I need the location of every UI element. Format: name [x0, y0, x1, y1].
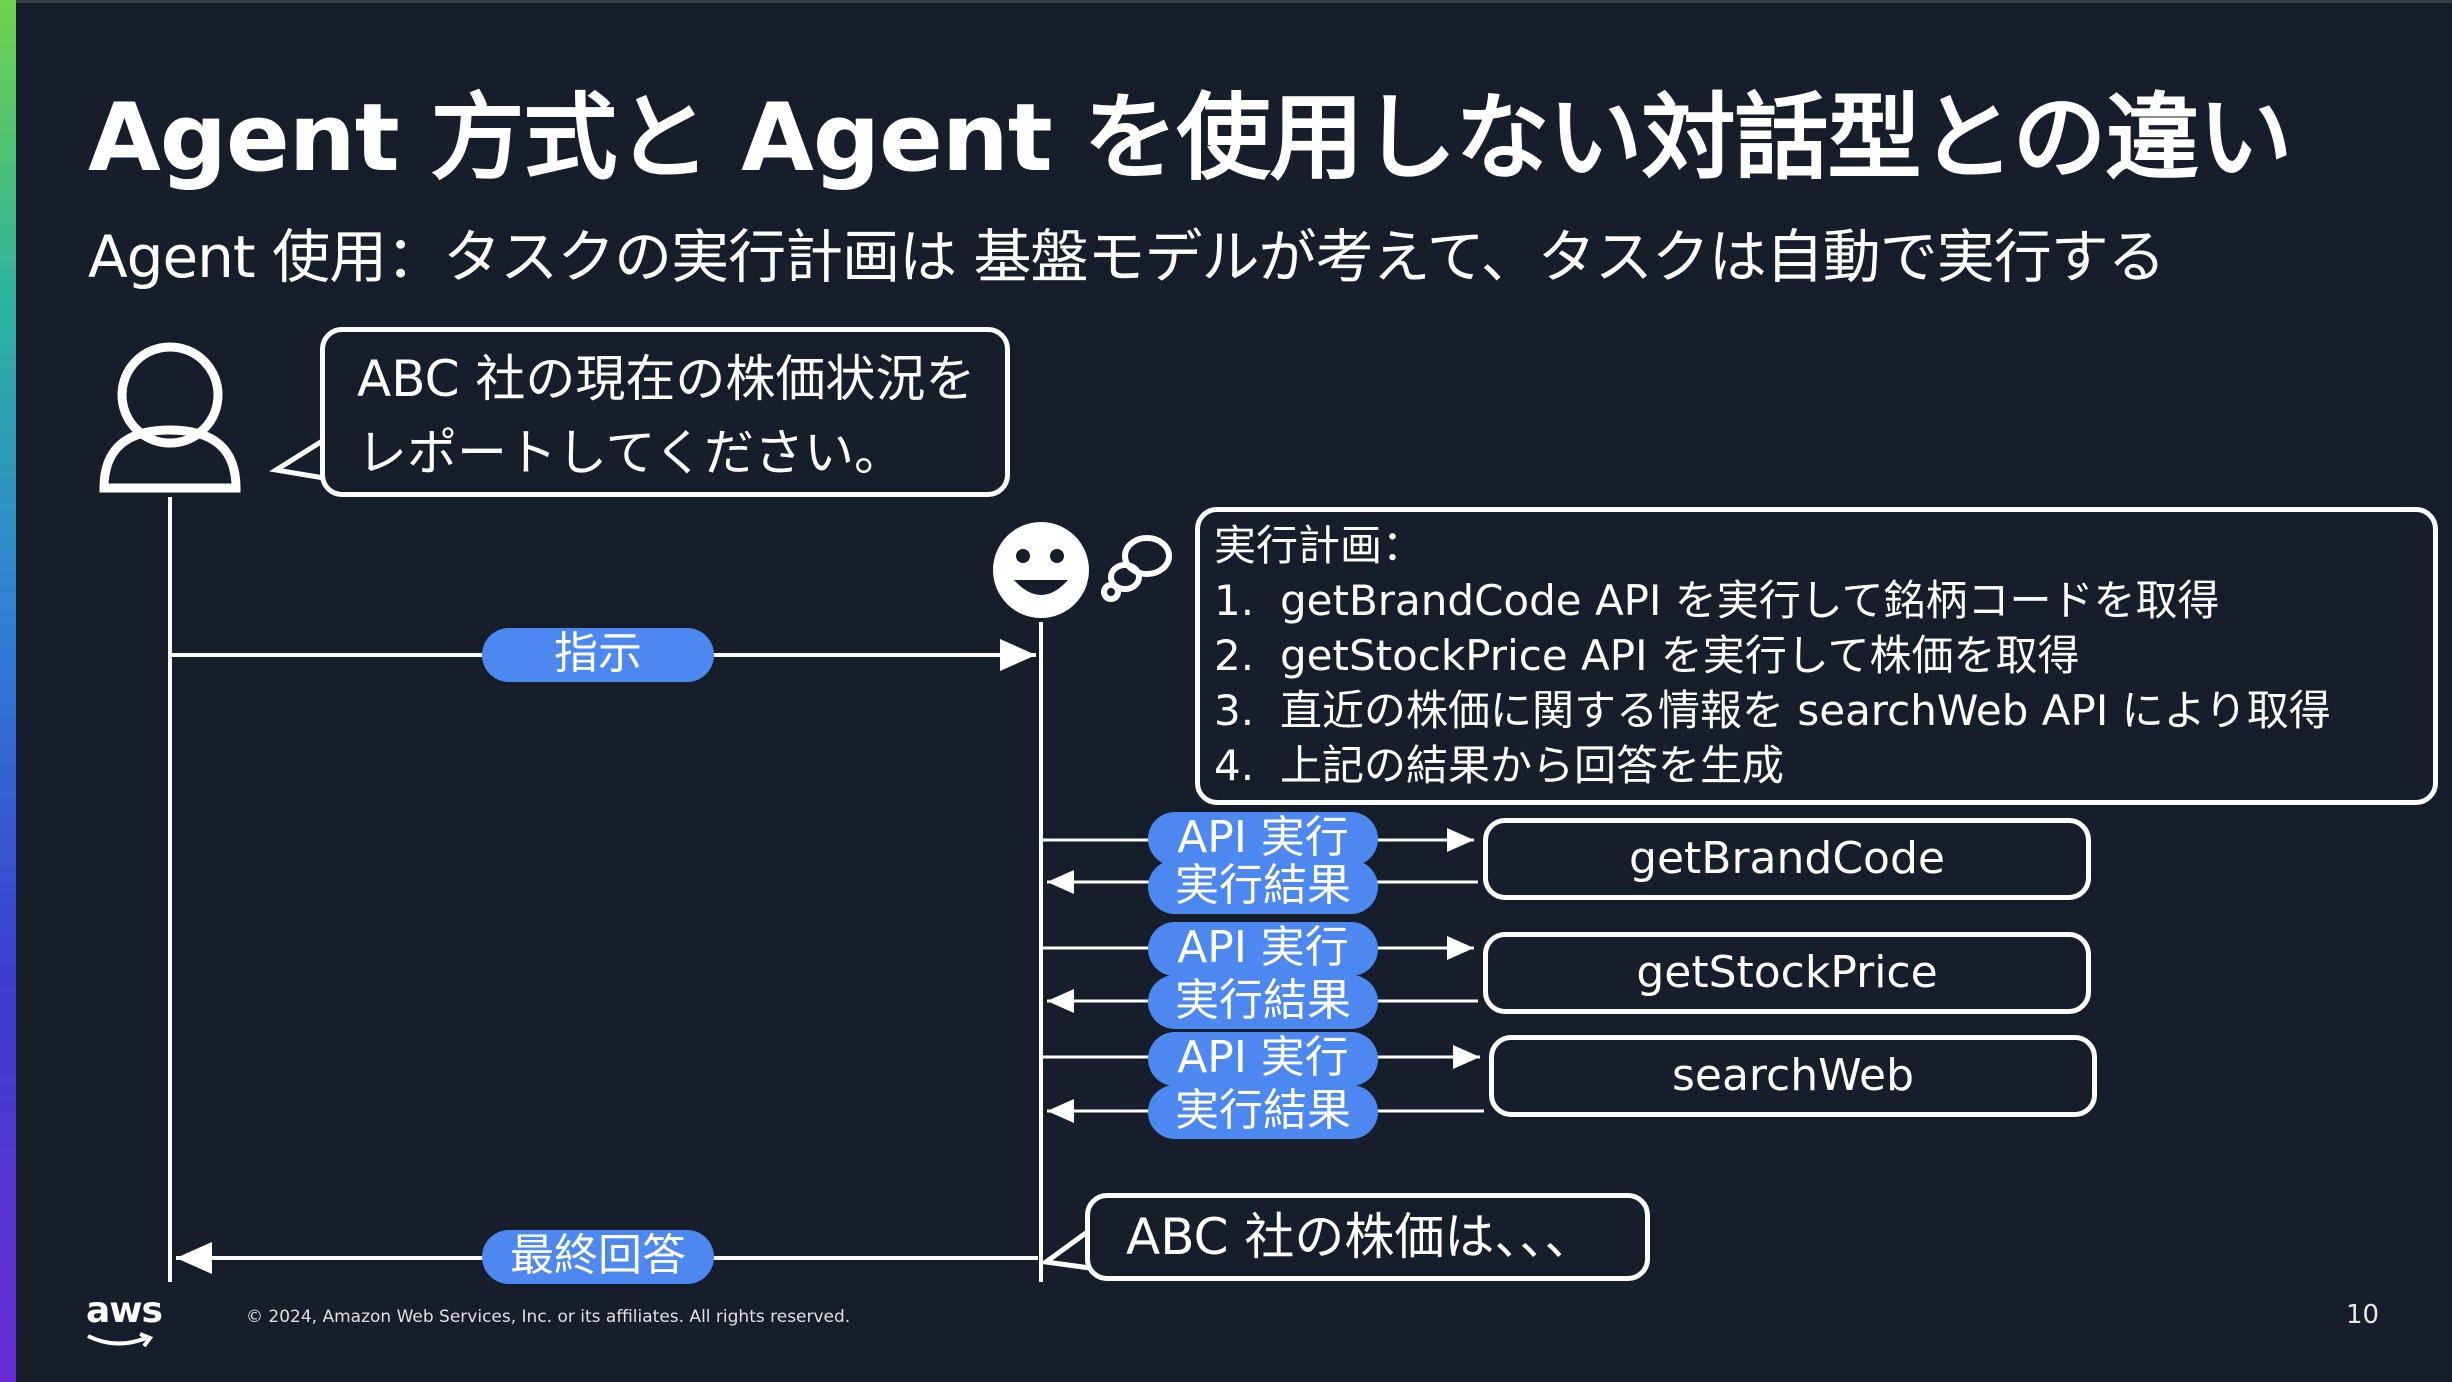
- copyright-footer: © 2024, Amazon Web Services, Inc. or its…: [246, 1307, 851, 1327]
- instruction-label: 指示: [482, 628, 714, 682]
- user-request-bubble: ABC 社の現在の株価状況を レポートしてください。: [320, 327, 1010, 497]
- api-box-searchweb: searchWeb: [1489, 1035, 2097, 1117]
- plan-step: 3. 直近の株価に関する情報を searchWeb API により取得: [1214, 683, 2433, 738]
- final-answer-bubble: ABC 社の株価は、、、: [1085, 1193, 1650, 1281]
- user-request-line-2: レポートしてください。: [357, 424, 904, 482]
- plan-step-text: getStockPrice API を実行して株価を取得: [1280, 631, 2080, 680]
- slide-subtitle: Agent 使用：タスクの実行計画は 基盤モデルが考えて、タスクは自動で実行する: [88, 223, 2166, 291]
- aws-logo: aws: [86, 1290, 163, 1348]
- api-call-label-3: API 実行: [1148, 1032, 1378, 1086]
- aws-logo-text: aws: [86, 1290, 163, 1331]
- user-bubble-tail: [269, 437, 326, 481]
- plan-heading: 実行計画：: [1214, 521, 1425, 570]
- plan-step-text: 上記の結果から回答を生成: [1280, 741, 1785, 790]
- plan-step: 2. getStockPrice API を実行して株価を取得: [1214, 628, 2433, 683]
- plan-step: 4. 上記の結果から回答を生成: [1214, 738, 2433, 793]
- accent-bar: [0, 0, 16, 1382]
- api-result-label-1: 実行結果: [1148, 860, 1378, 914]
- plan-step-number: 2.: [1214, 631, 1255, 680]
- thought-bubble-icon: [1101, 535, 1172, 602]
- plan-step-text: getBrandCode API を実行して銘柄コードを取得: [1280, 576, 2220, 625]
- api-call-label-2: API 実行: [1148, 922, 1378, 976]
- plan-step-number: 4.: [1214, 741, 1255, 790]
- execution-plan-box: 実行計画： 1. getBrandCode API を実行して銘柄コードを取得 2…: [1195, 507, 2438, 805]
- api-result-label-3: 実行結果: [1148, 1085, 1378, 1139]
- api-box-getstockprice: getStockPrice: [1483, 932, 2091, 1014]
- api-result-label-2: 実行結果: [1148, 975, 1378, 1029]
- plan-step: 1. getBrandCode API を実行して銘柄コードを取得: [1214, 573, 2433, 628]
- final-answer-label: 最終回答: [482, 1230, 714, 1284]
- agent-face-icon: [993, 522, 1089, 618]
- user-request-line-1: ABC 社の現在の株価状況を: [357, 350, 976, 408]
- slide-title: Agent 方式と Agent を使用しない対話型との違い: [88, 84, 2293, 193]
- plan-step-number: 3.: [1214, 686, 1255, 735]
- aws-smile-icon: [87, 1332, 154, 1348]
- api-box-getbrandcode: getBrandCode: [1483, 818, 2091, 900]
- top-border: [0, 0, 2452, 3]
- plan-step-number: 1.: [1214, 576, 1255, 625]
- answer-bubble-tail: [1039, 1227, 1092, 1271]
- api-call-label-1: API 実行: [1148, 812, 1378, 866]
- page-number: 10: [2346, 1300, 2380, 1330]
- user-icon: [99, 342, 241, 493]
- plan-step-text: 直近の株価に関する情報を searchWeb API により取得: [1280, 686, 2331, 735]
